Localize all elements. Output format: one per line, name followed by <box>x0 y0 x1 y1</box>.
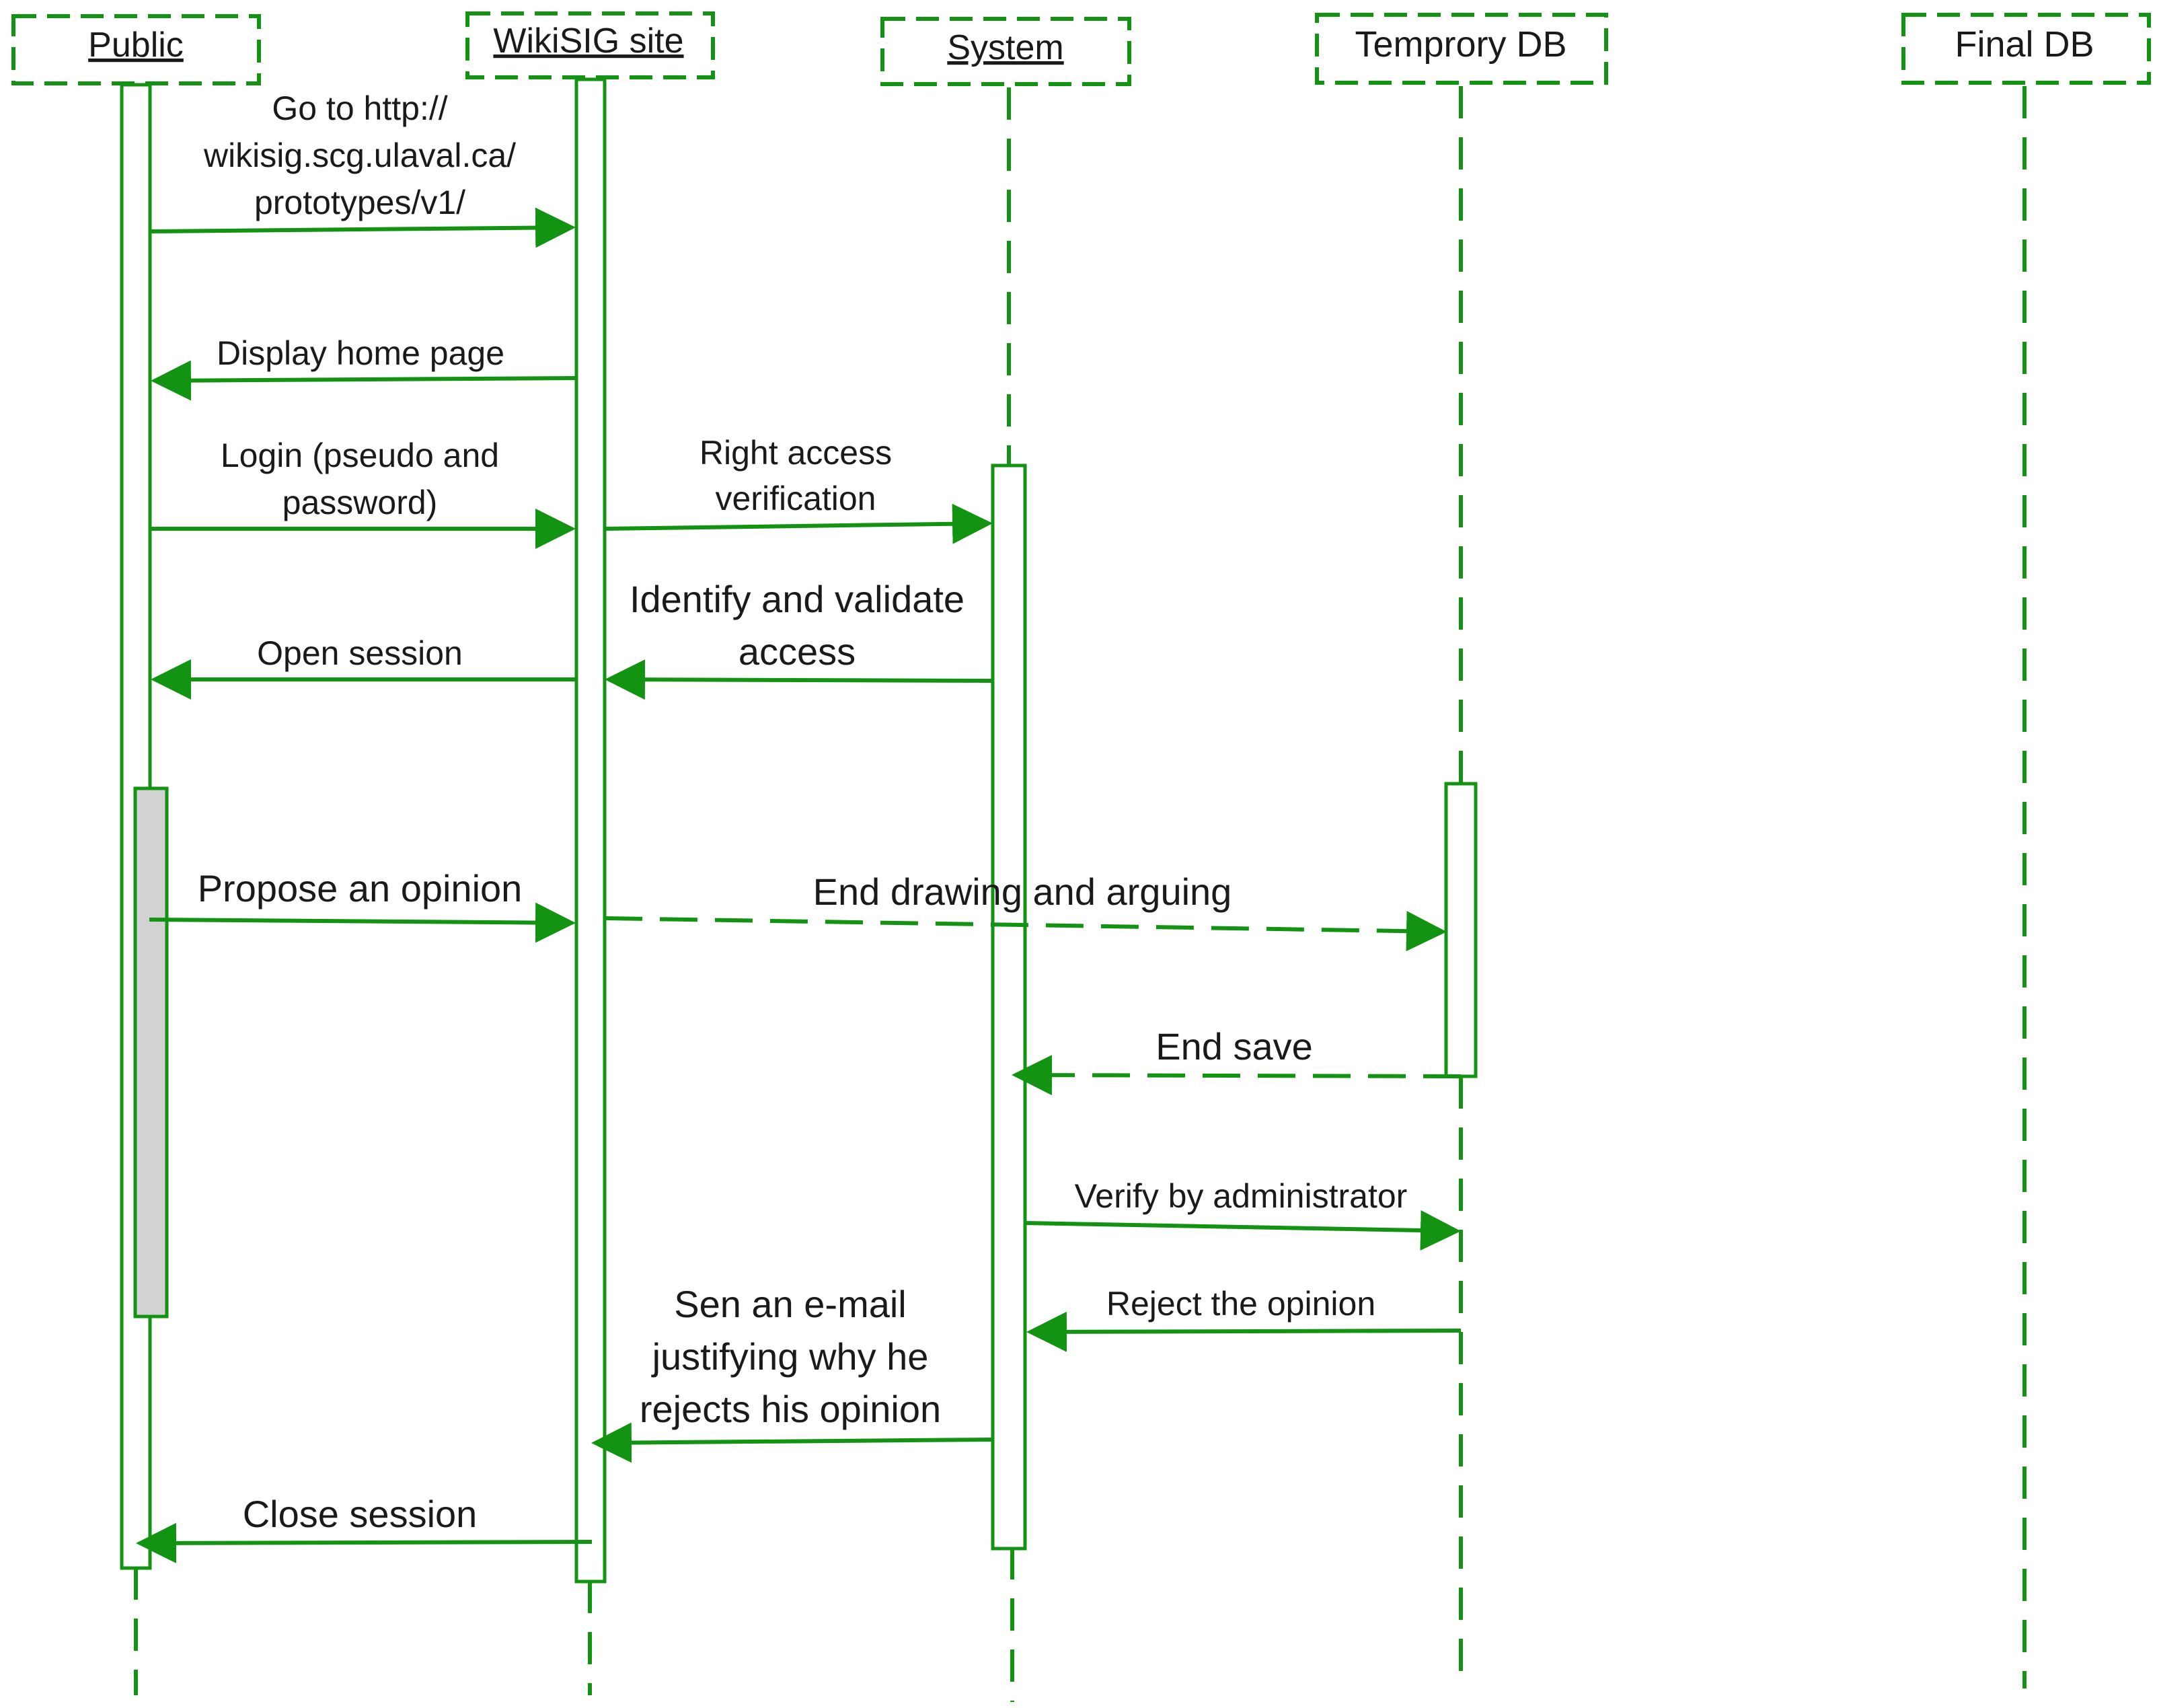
participant-wikisig: WikiSIG site <box>465 11 715 79</box>
participant-label: System <box>947 28 1063 67</box>
message-arrow <box>151 360 577 401</box>
participant-public: Public <box>11 14 261 85</box>
message-label: Open session <box>257 634 463 672</box>
message-arrows <box>136 207 1462 1563</box>
lifelines <box>134 86 2027 1702</box>
message-labels: Go to http:// wikisig.scg.ulaval.ca/ pro… <box>198 89 1408 1535</box>
participant-system: System <box>880 17 1131 86</box>
participant-box <box>1901 13 2151 85</box>
participant-box <box>880 17 1131 86</box>
participant-label: WikiSIG site <box>493 22 683 61</box>
message-arrow <box>1012 1055 1462 1096</box>
participant-finaldb: Final DB <box>1901 13 2151 85</box>
message-label: rejects his opinion <box>640 1388 941 1430</box>
participant-tempdb: Temprory DB <box>1315 13 1608 85</box>
message-label: Display home page <box>217 334 504 372</box>
message-label: justifying why he <box>651 1335 929 1378</box>
message-label: wikisig.scg.ulaval.ca/ <box>203 137 516 174</box>
message-arrow <box>136 1522 593 1563</box>
activation-system <box>991 463 1027 1551</box>
message-label: Right access <box>699 434 892 472</box>
activation-public-highlight <box>133 786 169 1319</box>
message-arrow <box>605 659 993 700</box>
message-label: access <box>739 630 856 673</box>
message-label: Sen an e-mail <box>674 1283 907 1325</box>
message-label: Verify by administrator <box>1075 1177 1408 1215</box>
message-label: prototypes/v1/ <box>254 184 465 221</box>
message-label: Login (pseudo and <box>221 437 499 474</box>
participant-label: Public <box>88 26 184 65</box>
activations <box>120 77 1478 1584</box>
activation-tempdb <box>1444 782 1478 1078</box>
message-label: End drawing and arguing <box>813 870 1232 913</box>
message-arrow <box>1026 1311 1462 1352</box>
message-arrow <box>1024 1210 1461 1251</box>
message-label: Close session <box>243 1493 478 1535</box>
participant-label: Final DB <box>1955 24 2094 65</box>
participant-box <box>465 11 715 79</box>
participant-box <box>11 14 261 85</box>
message-label: Reject the opinion <box>1106 1285 1375 1323</box>
message-arrow <box>149 207 576 248</box>
activation-wikisig <box>574 77 607 1584</box>
message-arrow <box>604 911 1447 952</box>
message-label: verification <box>716 480 876 517</box>
message-label: End save <box>1156 1025 1313 1068</box>
participant-box <box>1315 13 1608 85</box>
message-arrow <box>149 902 576 943</box>
message-label: password) <box>282 484 438 521</box>
message-label: Go to http:// <box>272 89 447 127</box>
message-label: Propose an opinion <box>198 867 523 909</box>
message-arrow <box>591 1422 993 1463</box>
participant-label: Temprory DB <box>1355 24 1566 65</box>
message-arrow <box>604 503 993 544</box>
message-label: Identify and validate <box>630 578 964 620</box>
